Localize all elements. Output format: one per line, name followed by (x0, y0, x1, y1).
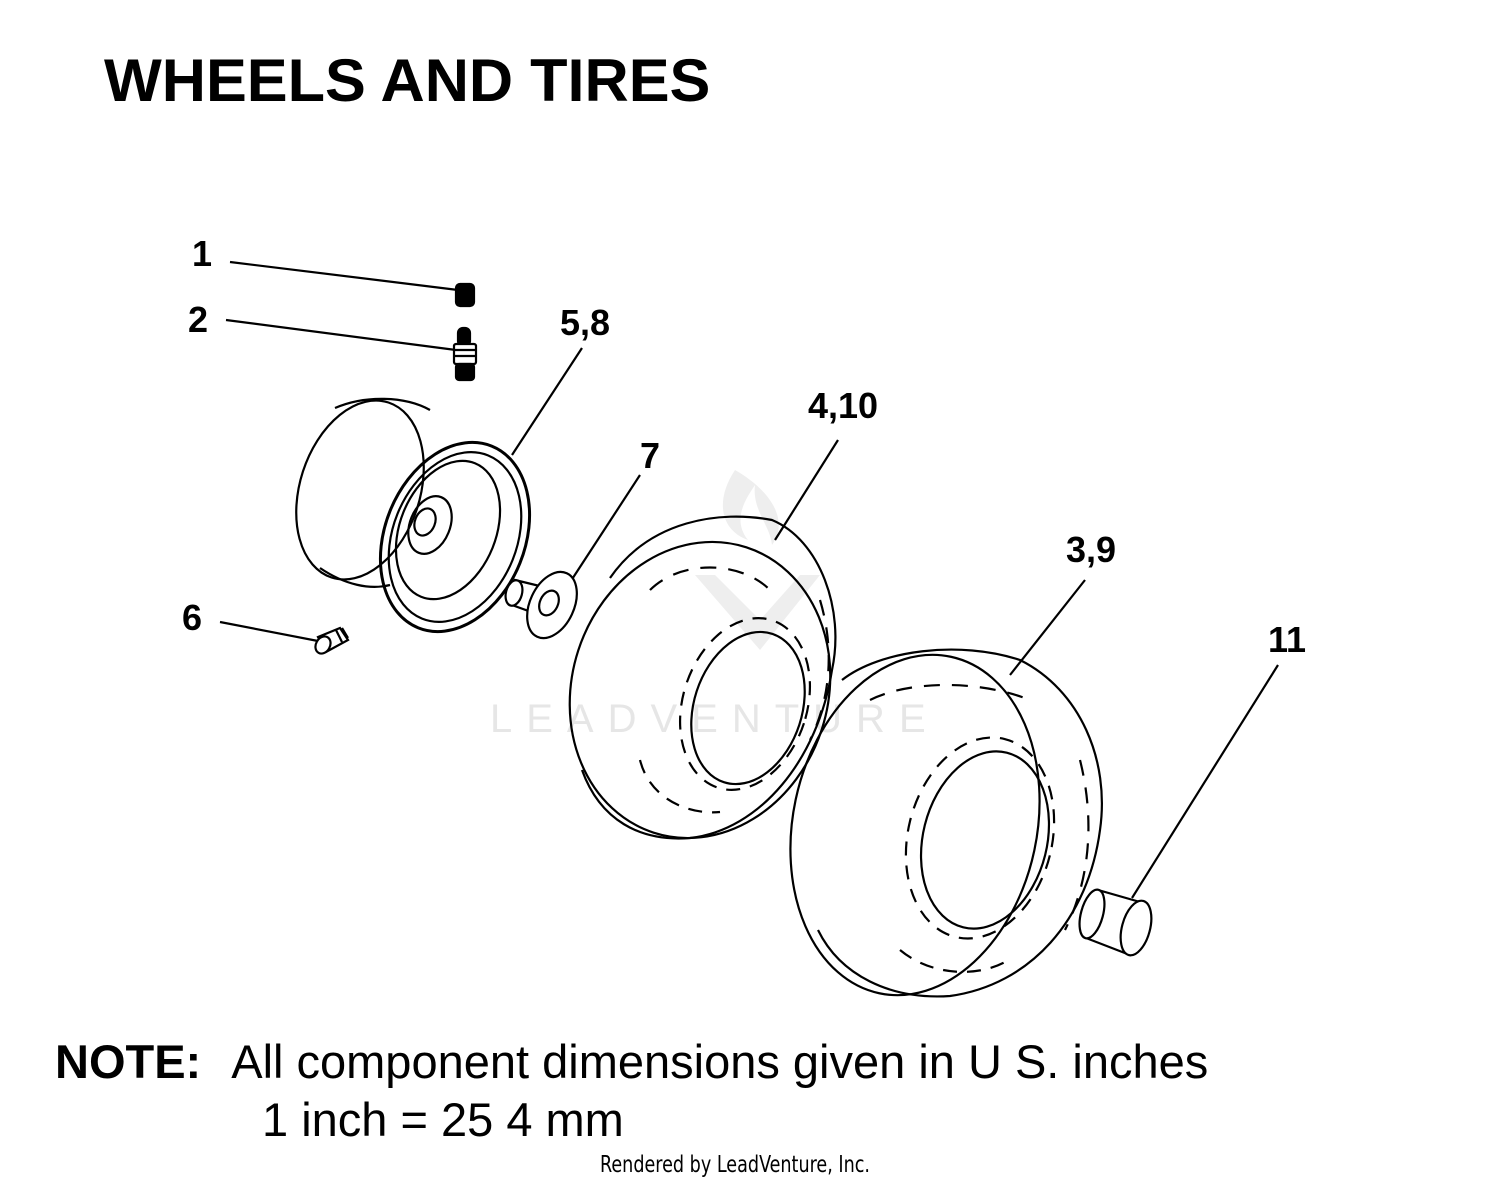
callout-4-10: 4,10 (808, 385, 878, 426)
rear-tire-icon (789, 648, 1103, 998)
note-line-1: NOTE: All component dimensions given in U… (55, 1034, 1208, 1089)
footer-credit: Rendered by LeadVenture, Inc. (600, 1152, 870, 1178)
leader-6 (219, 620, 319, 643)
leader-3-9 (1009, 579, 1086, 676)
callout-3-9: 3,9 (1066, 529, 1116, 570)
watermark-text: LEADVENTURE (490, 697, 940, 741)
callout-6: 6 (182, 597, 202, 638)
callout-7: 7 (640, 435, 660, 476)
valve-cap-icon (454, 282, 476, 308)
note-text: All component dimensions given in U S. i… (231, 1035, 1209, 1088)
note-line-2: 1 inch = 25 4 mm (262, 1093, 624, 1146)
callout-2: 2 (188, 299, 208, 340)
callout-11: 11 (1268, 619, 1306, 660)
note-label: NOTE: (55, 1035, 202, 1088)
leader-2 (225, 318, 457, 352)
callout-1: 1 (192, 233, 212, 274)
hub-cap-icon (1078, 888, 1153, 957)
leader-1 (229, 260, 459, 292)
leader-5-8 (511, 347, 583, 456)
callout-5-8: 5,8 (560, 302, 610, 343)
leader-11 (1131, 664, 1279, 899)
leader-4-10 (774, 439, 839, 541)
wheel-rim-icon (295, 397, 532, 634)
leader-7 (564, 474, 641, 591)
valve-stem-icon (452, 326, 478, 382)
bolt-icon (314, 626, 350, 655)
watermark: LEADVENTURE (490, 470, 940, 741)
page-title: WHEELS AND TIRES (104, 47, 711, 114)
bushing-icon (504, 570, 578, 640)
